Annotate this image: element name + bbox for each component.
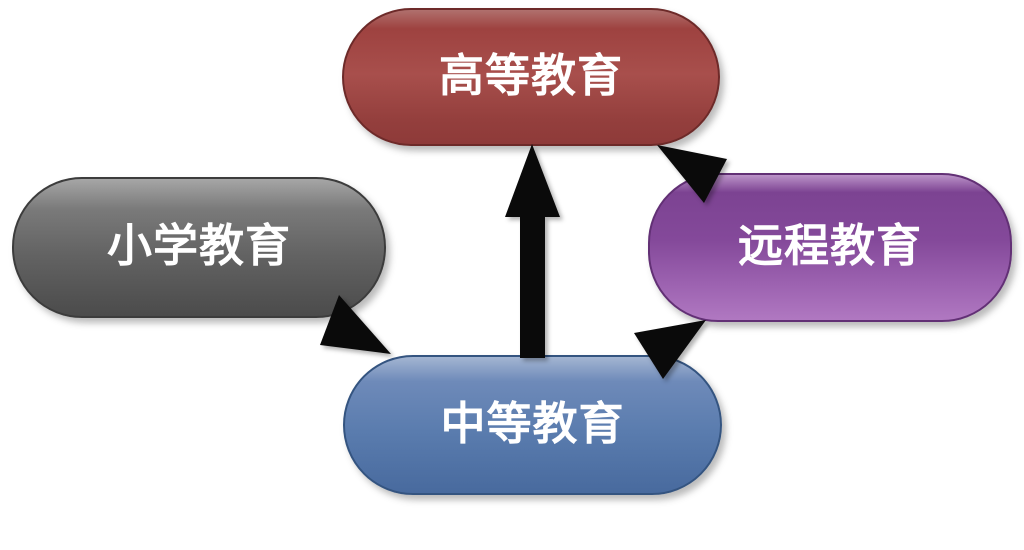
node-label-higher-education: 高等教育 [438, 49, 623, 101]
node-primary-education: 小学教育 [12, 177, 386, 318]
node-label-secondary-education: 中等教育 [440, 397, 625, 449]
node-secondary-education: 中等教育 [343, 355, 722, 495]
arrow-secondary-to-higher-icon [505, 144, 560, 358]
node-higher-education: 高等教育 [342, 8, 720, 146]
node-distance-education: 远程教育 [648, 173, 1012, 322]
node-label-primary-education: 小学教育 [106, 220, 291, 271]
node-label-distance-education: 远程教育 [737, 220, 922, 271]
